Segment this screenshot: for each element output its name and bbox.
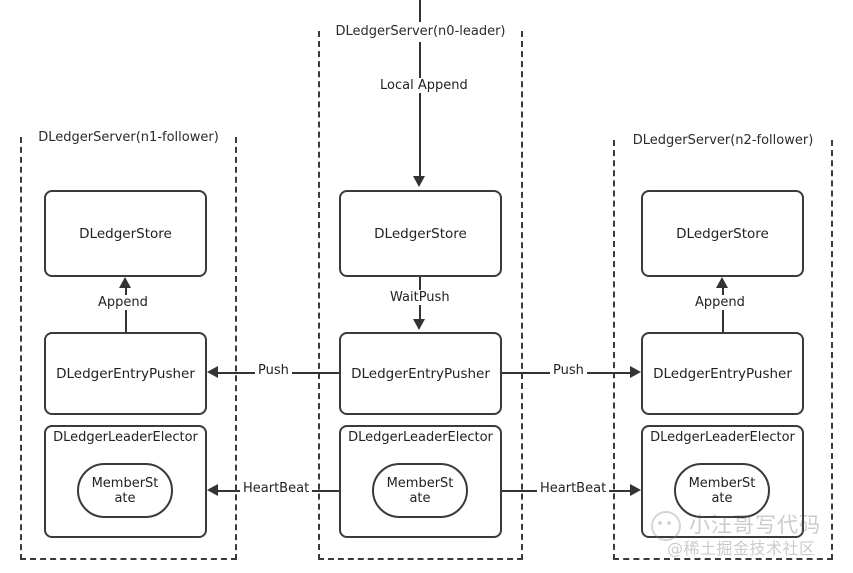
n1-dledger-store-label: DLedgerStore: [79, 225, 172, 242]
n1-append-line: [125, 288, 127, 332]
n0-dledger-store-label: DLedgerStore: [374, 225, 467, 242]
n0-dledger-store-box[interactable]: DLedgerStore: [339, 190, 502, 277]
edge-label-local-append: Local Append: [377, 78, 471, 93]
n1-dledger-store-box[interactable]: DLedgerStore: [44, 190, 207, 277]
n1-member-state-label: MemberState: [91, 475, 159, 506]
n2-entry-pusher-label: DLedgerEntryPusher: [653, 365, 792, 382]
n0-member-state-label: MemberState: [386, 475, 454, 506]
n2-dledger-store-label: DLedgerStore: [676, 225, 769, 242]
panel-n1-title: DLedgerServer(n1-follower): [22, 128, 235, 148]
n1-member-state-pill[interactable]: MemberState: [77, 463, 173, 518]
edge-label-n1-append: Append: [95, 295, 151, 310]
n1-entry-pusher-label: DLedgerEntryPusher: [56, 365, 195, 382]
n0-member-state-pill[interactable]: MemberState: [372, 463, 468, 518]
n2-append-line: [722, 288, 724, 332]
n2-leader-elector-label: DLedgerLeaderElector: [650, 430, 795, 445]
edge-label-push-left: Push: [255, 363, 292, 378]
n0-leader-elector-label: DLedgerLeaderElector: [348, 430, 493, 445]
heartbeat-right-arrowhead: [630, 484, 641, 496]
edge-label-waitpush: WaitPush: [387, 290, 453, 305]
n2-member-state-label: MemberState: [688, 475, 756, 506]
n1-append-arrowhead: [119, 277, 131, 288]
push-left-arrowhead: [207, 366, 218, 378]
n2-append-arrowhead: [716, 277, 728, 288]
edge-label-heartbeat-right: HeartBeat: [537, 481, 610, 496]
n2-member-state-pill[interactable]: MemberState: [674, 463, 770, 518]
n2-entry-pusher-box[interactable]: DLedgerEntryPusher: [641, 332, 804, 415]
edge-label-push-right: Push: [550, 363, 587, 378]
n2-dledger-store-box[interactable]: DLedgerStore: [641, 190, 804, 277]
heartbeat-left-arrowhead: [207, 484, 218, 496]
n1-leader-elector-label: DLedgerLeaderElector: [53, 430, 198, 445]
n0-entry-pusher-label: DLedgerEntryPusher: [351, 365, 490, 382]
n2-leader-elector-box[interactable]: DLedgerLeaderElector: [641, 425, 804, 538]
panel-n2-title: DLedgerServer(n2-follower): [615, 131, 831, 151]
panel-n0-title: DLedgerServer(n0-leader): [320, 22, 521, 42]
n1-entry-pusher-box[interactable]: DLedgerEntryPusher: [44, 332, 207, 415]
edge-label-n2-append: Append: [692, 295, 748, 310]
edge-label-heartbeat-left: HeartBeat: [240, 481, 313, 496]
n0-entry-pusher-box[interactable]: DLedgerEntryPusher: [339, 332, 502, 415]
panel-n0-leader[interactable]: DLedgerServer(n0-leader): [318, 22, 523, 560]
n0-waitpush-arrowhead: [413, 319, 425, 330]
push-right-arrowhead: [630, 366, 641, 378]
incoming-request-arrowhead: [413, 176, 425, 187]
panel-n2-follower[interactable]: DLedgerServer(n2-follower): [613, 131, 833, 560]
panel-n1-follower[interactable]: DLedgerServer(n1-follower): [20, 128, 237, 560]
